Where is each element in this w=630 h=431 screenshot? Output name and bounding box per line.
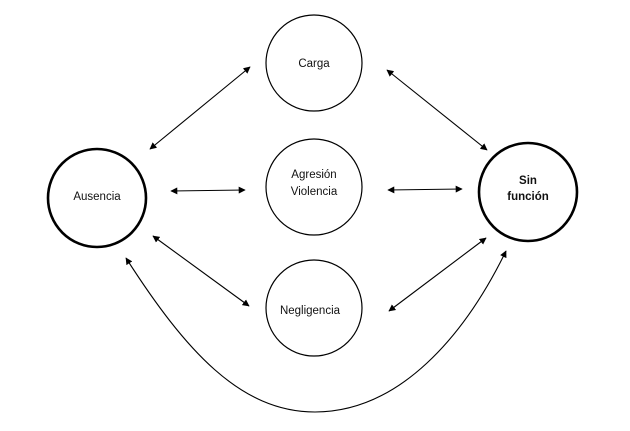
node-ausencia: Ausencia [46, 147, 148, 249]
node-carga-label: Carga [298, 58, 330, 70]
edges [125, 66, 507, 413]
edge-ausencia-carga [149, 66, 251, 150]
edge-ausencia-agresion [170, 186, 246, 195]
node-ausencia-circle [46, 147, 148, 249]
node-sin-funcion-label-line-1: Sin [519, 175, 537, 187]
node-carga: Carga [265, 14, 363, 112]
node-carga-circle [265, 14, 363, 112]
node-negligencia: Negligencia [265, 259, 363, 357]
node-ausencia-label: Ausencia [73, 191, 121, 203]
edge-ausencia-sin-funcion-curved [125, 250, 507, 413]
node-sin-funcion: Sin función [477, 141, 579, 243]
edge-agresion-sin-funcion [387, 185, 463, 194]
node-sin-funcion-circle [477, 141, 579, 243]
node-negligencia-label: Negligencia [280, 305, 341, 317]
edge-negligencia-sin-funcion [388, 237, 487, 312]
node-agresion-label-line-2: Violencia [291, 186, 338, 198]
edge-carga-sin-funcion [386, 69, 488, 151]
node-agresion-violencia: Agresión Violencia [265, 138, 363, 236]
node-agresion-label-line-1: Agresión [291, 169, 336, 181]
node-agresion-circle [265, 138, 363, 236]
edge-ausencia-negligencia [152, 235, 250, 307]
node-sin-funcion-label-line-2: función [507, 191, 549, 203]
